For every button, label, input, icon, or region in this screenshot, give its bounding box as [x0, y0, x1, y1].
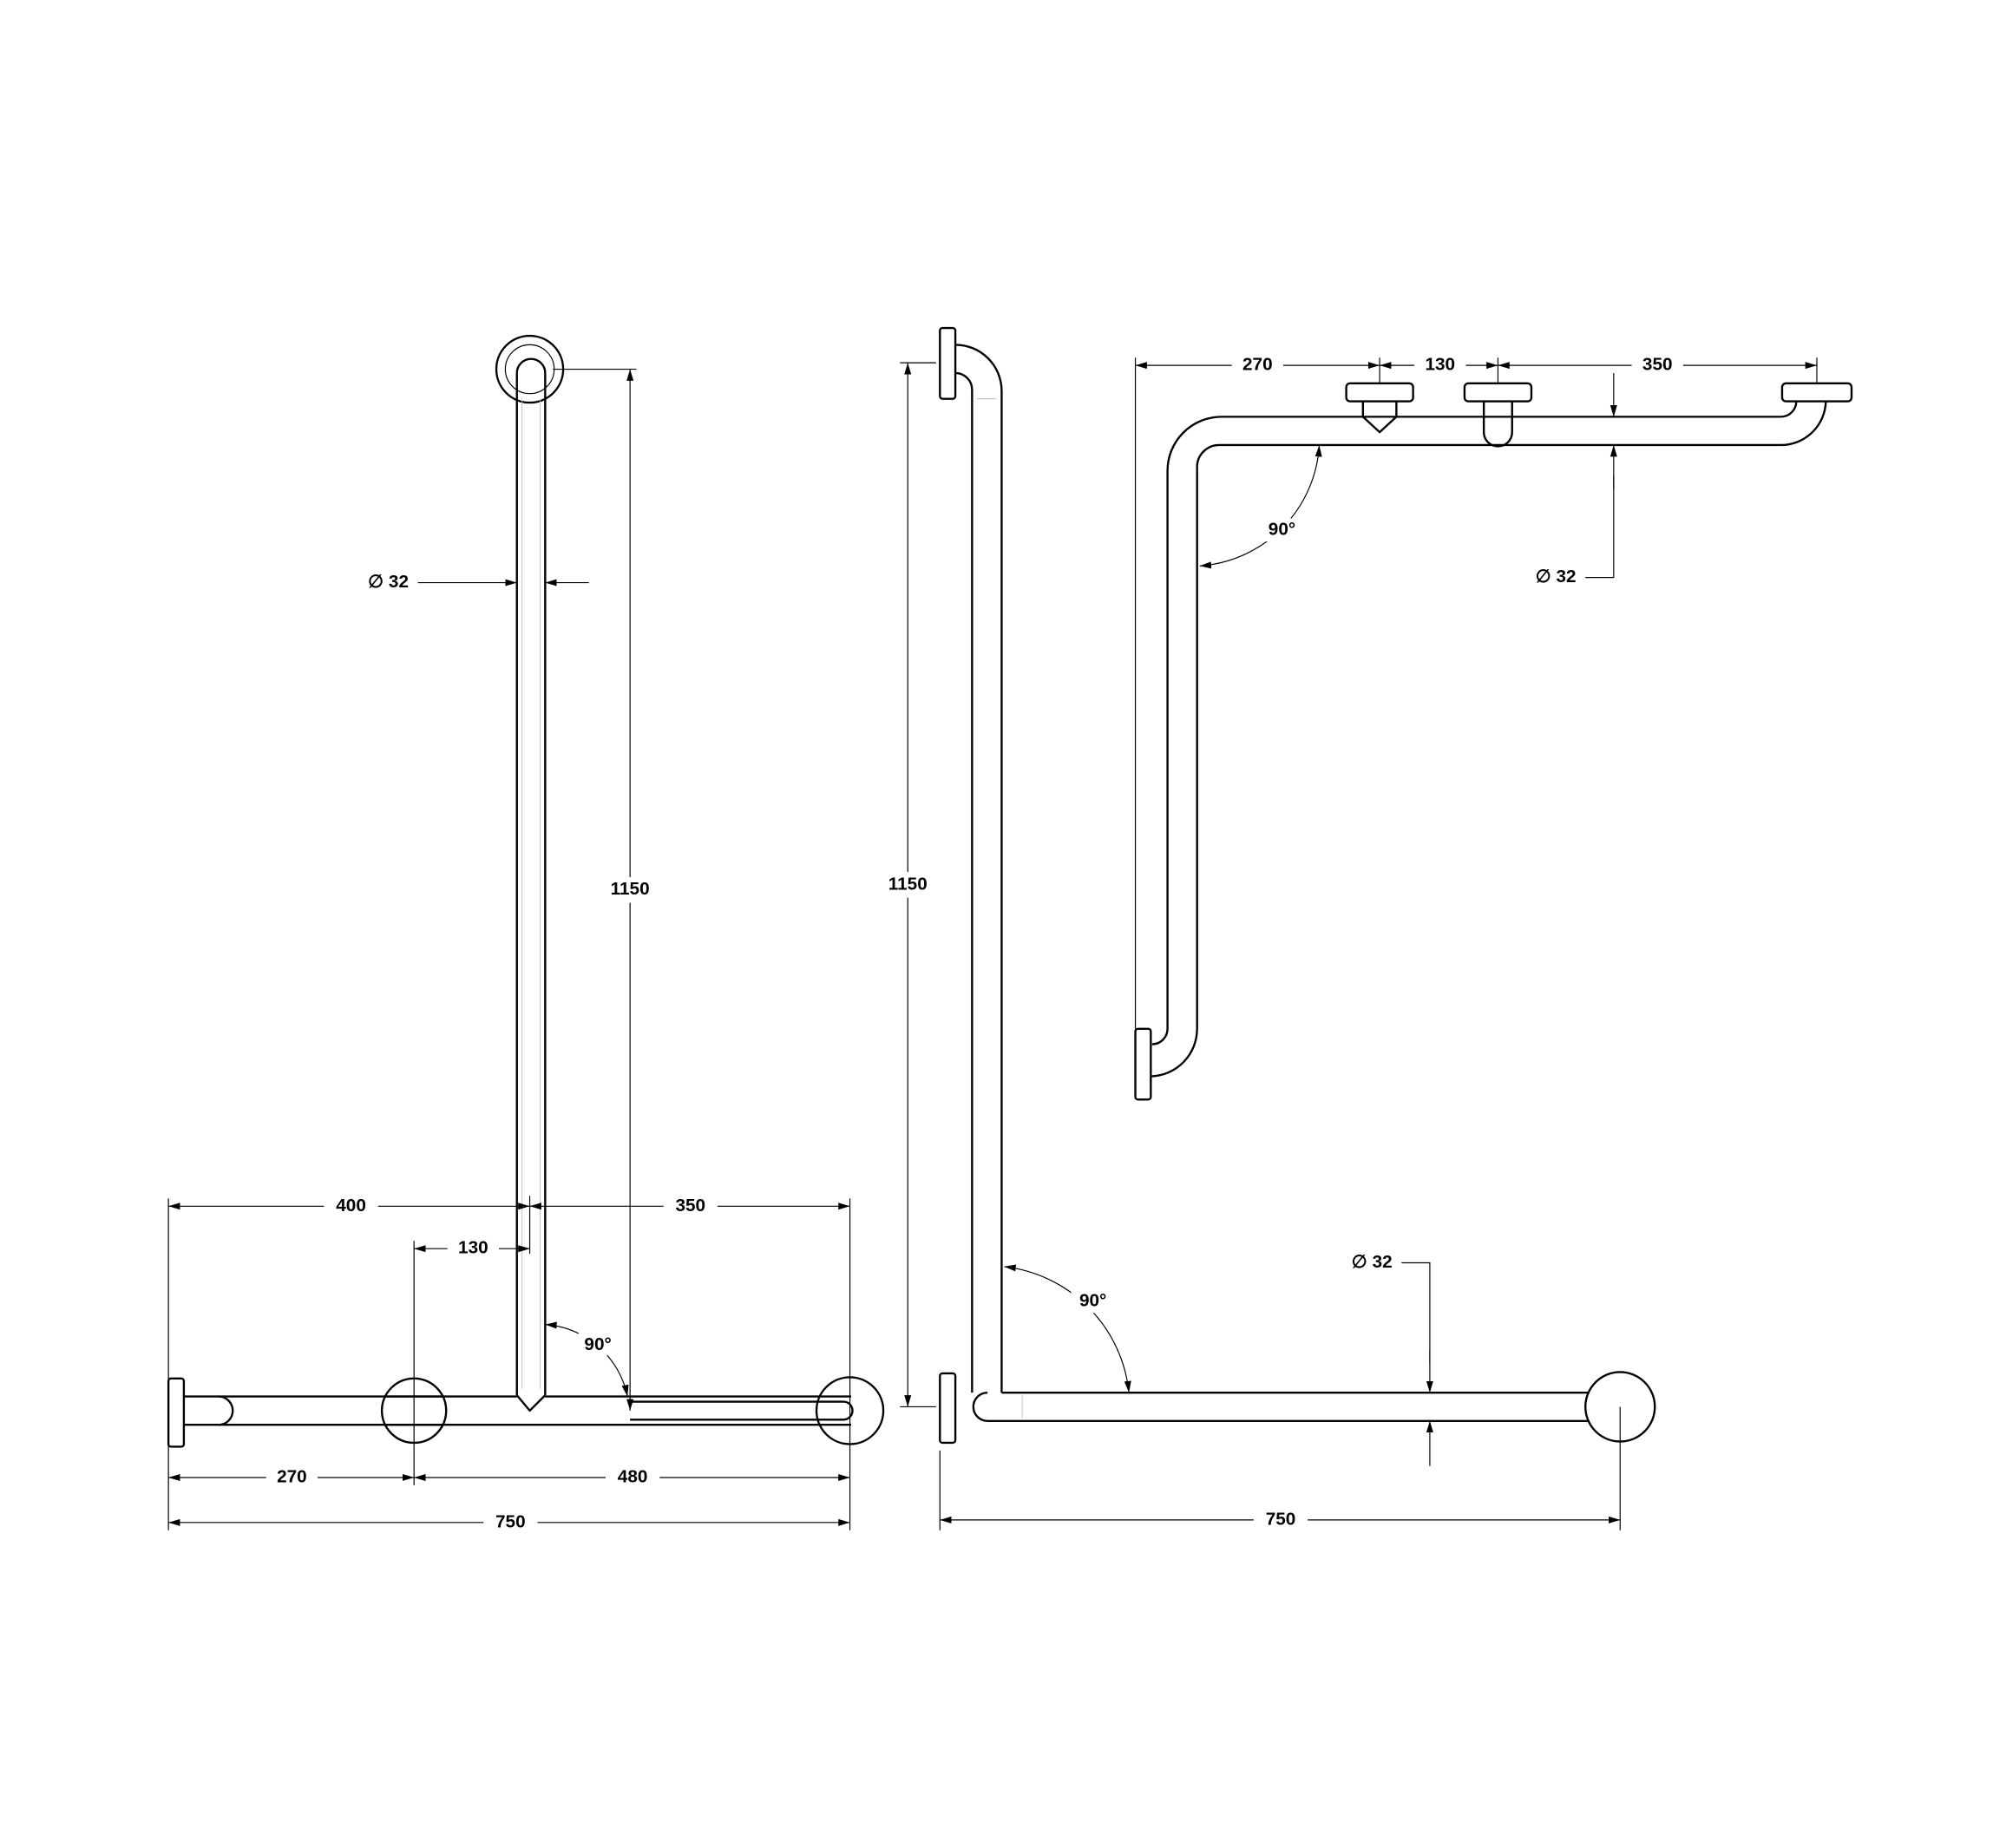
side-height-label: 1150: [888, 874, 928, 894]
bracket-1-cone: [1361, 401, 1398, 434]
top-350-label: 350: [1642, 355, 1673, 375]
top-view-tube: [1151, 416, 1781, 1078]
bottom-flange-top: [1134, 1027, 1152, 1101]
tube-tip: [515, 1394, 547, 1412]
left-flange: [167, 1377, 186, 1448]
side-750-label: 750: [1266, 1509, 1296, 1529]
bracket-1-plate: [1345, 382, 1414, 403]
top-angle-label: 90°: [1269, 519, 1295, 539]
front-height-label: 1150: [611, 879, 650, 899]
front-130-label: 130: [458, 1238, 488, 1258]
front-270-label: 270: [277, 1466, 307, 1486]
side-vertical-tube: [955, 344, 1003, 1393]
front-view: 1150 ∅ 32 400 350 130 90° 270 480 750: [167, 334, 885, 1536]
vertical-tube: [515, 357, 547, 1396]
front-350-label: 350: [675, 1196, 705, 1216]
top-diameter-label: ∅ 32: [1536, 567, 1577, 587]
bracket-2-post: [1482, 401, 1513, 448]
top-view: 270 130 350 90° ∅ 32: [1134, 352, 1853, 1101]
bracket-2-plate: [1463, 382, 1533, 403]
top-270-label: 270: [1242, 355, 1273, 375]
side-horizontal-tube: [972, 1391, 1590, 1422]
side-view: 1150 90° ∅ 32 750: [882, 326, 1656, 1533]
front-diameter-label: ∅ 32: [368, 572, 409, 592]
end-flange: [1780, 382, 1853, 403]
top-flange: [939, 326, 957, 400]
bottom-flange: [939, 1372, 957, 1445]
side-diameter-label: ∅ 32: [1352, 1252, 1393, 1272]
front-750-label: 750: [495, 1511, 526, 1531]
top-130-label: 130: [1425, 355, 1455, 375]
front-angle-label: 90°: [584, 1334, 611, 1354]
front-400-label: 400: [336, 1196, 366, 1216]
horizontal-tube: [183, 1395, 852, 1426]
side-angle-label: 90°: [1079, 1290, 1106, 1310]
front-480-label: 480: [618, 1466, 648, 1486]
